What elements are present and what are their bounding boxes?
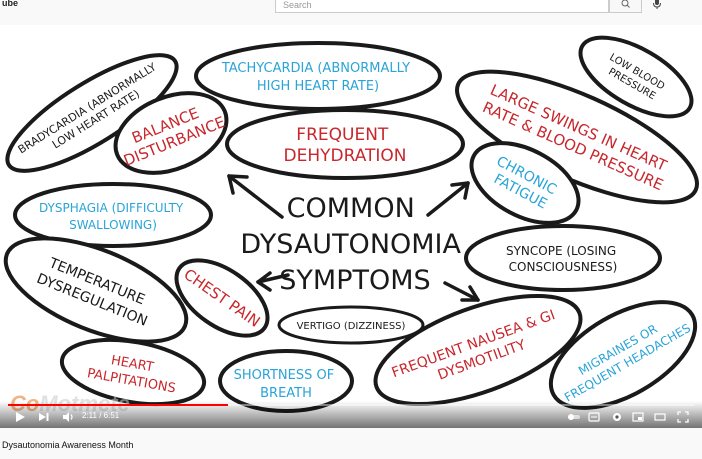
oval-nausea: FREQUENT NAUSEA & GI DYSMOTILITY (373, 293, 583, 407)
syncope-line-2: CONSCIOUSNESS) (509, 260, 618, 274)
arrows (227, 174, 480, 302)
progress-bar-played (8, 404, 228, 406)
arrow-up-left (227, 174, 284, 219)
center-title-line-1: COMMON (287, 193, 415, 224)
vertigo-label: VERTIGO (DIZZINESS) (297, 321, 406, 332)
arrow-left (256, 273, 290, 284)
breath-line-2: BREATH (260, 386, 312, 401)
svg-text:TACHYCARDIA (ABNORMALLY: TACHYCARDIA (ABNORMALLY HIGH HEART RATE) (221, 61, 414, 94)
oval-dehydration: FREQUENT DEHYDRATION (225, 108, 465, 180)
oval-migraines: MIGRAINES OR FREQUENT HEADACHES (548, 300, 698, 410)
miniplayer-icon[interactable] (632, 411, 644, 423)
search-icon (621, 0, 630, 8)
center-title-line-2: DYSAUTONOMIA (240, 229, 461, 260)
palpitations-line-1: HEART (110, 353, 155, 375)
voice-search-button[interactable] (650, 0, 664, 11)
video-player[interactable]: BRADYCARDIA (ABNORMALLY LOW HEART RATE) … (0, 25, 702, 428)
oval-low-bp: LOW BLOOD PRESSURE (578, 35, 694, 119)
center-title: COMMON DYSAUTONOMIA SYMPTOMS (240, 193, 469, 296)
search-placeholder: Search (283, 0, 312, 10)
oval-tachycardia: TACHYCARDIA (ABNORMALLY HIGH HEART RATE) (194, 41, 442, 111)
dehydration-line-1: FREQUENT (296, 125, 389, 145)
dysphagia-line-1: DYSPHAGIA (DIFFICULTY (39, 201, 184, 215)
oval-palpitations: HEART PALPITATIONS (59, 337, 207, 407)
oval-dysphagia: DYSPHAGIA (DIFFICULTY SWALLOWING) (13, 182, 213, 248)
next-icon[interactable] (38, 411, 50, 423)
svg-text:DYSPHAGIA (DIFFICULTY: DYSPHAGIA (DIFFICULTY SWALLOWING) (39, 201, 187, 232)
center-title-line-3: SYMPTOMS (279, 265, 430, 296)
volume-icon[interactable] (62, 411, 75, 423)
oval-chest-pain: CHEST PAIN (174, 258, 270, 338)
arrow-up-right (426, 181, 470, 217)
progress-bar[interactable] (8, 404, 694, 406)
microphone-icon (653, 0, 661, 9)
autoplay-toggle-icon[interactable] (568, 411, 580, 423)
arrow-down-right (443, 281, 480, 302)
oval-balance: BALANCE DISTURBANCE (113, 91, 229, 175)
oval-breath: SHORTNESS OF BREATH (218, 349, 354, 413)
svg-text:FREQUENT DEHYDRATION: FREQUENT DEHYDRATION (283, 125, 406, 166)
svg-text:SYNCOPE (LOSING CONSCI: SYNCOPE (LOSING CONSCIOUSNESS) (506, 244, 620, 274)
oval-temperature: TEMPERATURE DYSREGULATION (3, 236, 189, 344)
search-input[interactable]: Search (275, 0, 609, 13)
dehydration-line-2: DEHYDRATION (283, 146, 406, 166)
oval-syncope: SYNCOPE (LOSING CONSCIOUSNESS) (464, 224, 662, 292)
subtitles-icon[interactable] (588, 411, 600, 423)
svg-text:SHORTNESS OF BREATH: SHORTNESS OF BREATH (234, 368, 339, 401)
tachycardia-line-2: HIGH HEART RATE) (257, 79, 379, 94)
tachycardia-line-1: TACHYCARDIA (ABNORMALLY (221, 61, 410, 76)
search-button[interactable] (609, 0, 642, 13)
top-bar: ube Search (0, 0, 702, 14)
video-frame: BRADYCARDIA (ABNORMALLY LOW HEART RATE) … (3, 35, 699, 413)
svg-text:COMMON DYSAUTONOMIA: COMMON DYSAUTONOMIA SYMPTOMS (240, 193, 469, 296)
play-icon[interactable] (14, 411, 26, 423)
youtube-logo[interactable]: ube (2, 0, 19, 8)
dysphagia-line-2: SWALLOWING) (69, 218, 157, 232)
theater-icon[interactable] (654, 411, 666, 423)
oval-fatigue: CHRONIC FATIGUE (469, 141, 581, 225)
fullscreen-icon[interactable] (677, 411, 689, 423)
oval-vertigo: VERTIGO (DIZZINESS) (277, 305, 425, 345)
time-display: 2:11 / 6:51 (82, 411, 120, 420)
syncope-line-1: SYNCOPE (LOSING (506, 244, 616, 258)
svg-text:VERTIGO (DIZZINESS): VERTIGO (DIZZINESS) (297, 321, 406, 332)
breath-line-1: SHORTNESS OF (234, 368, 335, 383)
settings-icon[interactable] (611, 411, 623, 423)
video-title: Dysautonomia Awareness Month (2, 440, 134, 450)
